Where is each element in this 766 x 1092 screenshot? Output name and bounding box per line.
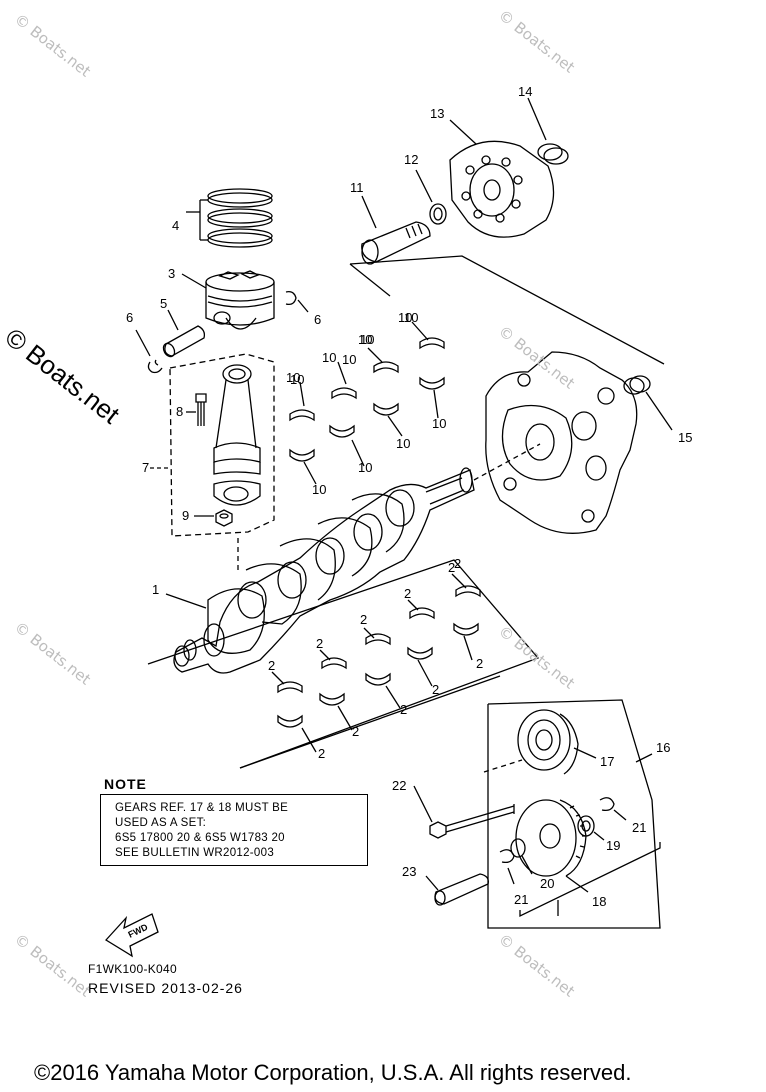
note-title: NOTE [104, 776, 147, 792]
callout-10: 10 [360, 332, 374, 347]
callout-3: 3 [168, 266, 175, 281]
callout-10: 10 [322, 350, 336, 365]
callout-2: 2 [318, 746, 325, 761]
callout-13: 13 [430, 106, 444, 121]
callout-10: 10 [342, 352, 356, 367]
callout-14: 14 [518, 84, 532, 99]
piston-rings [186, 189, 272, 247]
callout-2: 2 [316, 636, 323, 651]
callout-22: 22 [392, 778, 406, 793]
note-line: GEARS REF. 17 & 18 MUST BE [115, 802, 289, 814]
conrod-bearings [290, 322, 444, 484]
coupling-parts [350, 98, 664, 364]
callout-labels: 1 2 2 2 2 2 2 2 2 2 2 2 3 4 5 6 6 7 8 9 … [126, 84, 692, 940]
callout-2: 2 [476, 656, 483, 671]
crankshaft [166, 468, 474, 673]
piston [182, 271, 274, 329]
piston-pin [136, 292, 308, 373]
callout-1: 1 [152, 582, 159, 597]
note-line: USED AS A SET: [115, 817, 207, 829]
callout-10: 10 [290, 372, 304, 387]
callout-12: 12 [404, 152, 418, 167]
callout-2: 2 [432, 682, 439, 697]
callout-10: 10 [312, 482, 326, 497]
crankcase [474, 352, 672, 533]
main-bearings [148, 560, 538, 768]
conrod-assembly [150, 354, 274, 536]
callout-15: 15 [678, 430, 692, 445]
callout-10: 10 [286, 370, 300, 385]
callout-10: 10 [396, 436, 410, 451]
callout-2: 2 [360, 612, 367, 627]
callout-21: 21 [514, 892, 528, 907]
callout-11: 11 [350, 180, 364, 195]
callout-4: 4 [172, 218, 179, 233]
callout-17: 17 [600, 754, 614, 769]
callout-5: 5 [160, 296, 167, 311]
callout-10: 10 [404, 310, 418, 325]
revised-date: REVISED 2013-02-26 [88, 980, 243, 996]
callout-2: 2 [404, 586, 411, 601]
callout-19: 19 [606, 838, 620, 853]
note-line: SEE BULLETIN WR2012-003 [115, 847, 275, 859]
callout-9: 9 [182, 508, 189, 523]
callout-21: 21 [632, 820, 646, 835]
callout-10: 10 [398, 310, 412, 325]
copyright-notice: ©2016 Yamaha Motor Corporation, U.S.A. A… [34, 1060, 632, 1085]
callout-10: 10 [358, 460, 372, 475]
callout-16: 16 [656, 740, 670, 755]
diagram-reference: F1WK100-K040 [88, 962, 177, 976]
note-box: GEARS REF. 17 & 18 MUST BE USED AS A SET… [100, 794, 368, 866]
callout-10: 10 [432, 416, 446, 431]
callout-2: 2 [454, 556, 461, 571]
callout-2: 2 [400, 702, 407, 717]
callout-8: 8 [176, 404, 183, 419]
callout-2: 2 [268, 658, 275, 673]
fwd-arrow-icon [106, 914, 158, 956]
callout-7: 7 [142, 460, 149, 475]
gear-set [414, 700, 660, 928]
callout-6: 6 [314, 312, 321, 327]
callout-18: 18 [592, 894, 606, 909]
callout-23: 23 [402, 864, 416, 879]
callout-2: 2 [448, 560, 455, 575]
callout-6: 6 [126, 310, 133, 325]
callout-2: 2 [352, 724, 359, 739]
note-line: 6S5 17800 20 & 6S5 W1783 20 [115, 832, 285, 844]
callout-10: 10 [358, 332, 372, 347]
callout-20: 20 [540, 876, 554, 891]
